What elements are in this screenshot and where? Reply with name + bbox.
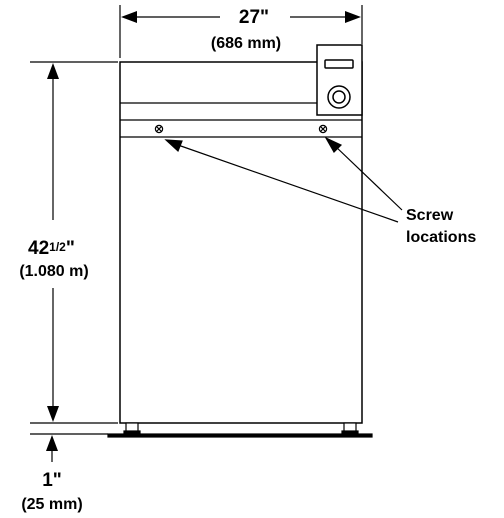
- screw-left: [154, 124, 164, 134]
- screw-left-slot-b: [156, 126, 162, 132]
- coin-slot: [324, 59, 354, 69]
- width-metric-label: (686 mm): [211, 35, 281, 52]
- height-inch-mark: ": [66, 238, 75, 259]
- callout-label-line1: Screw: [406, 207, 454, 224]
- control-knob-inner: [332, 90, 346, 104]
- foot-arrow-up: [46, 435, 58, 451]
- callout-arrowhead-right: [324, 136, 343, 153]
- screw-right: [318, 124, 328, 134]
- width-imperial-label: 27": [239, 7, 269, 28]
- foot-dimension: [46, 435, 58, 462]
- width-arrow-right: [345, 11, 361, 23]
- height-dimension: [30, 61, 118, 435]
- width-arrow-left: [121, 11, 137, 23]
- washer-cabinet: [119, 61, 363, 424]
- height-arrow-top: [47, 63, 59, 79]
- foot-metric-label: (25 mm): [21, 496, 82, 513]
- height-metric-label: (1.080 m): [19, 263, 88, 280]
- cabinet-outline: [119, 61, 363, 424]
- callout-label-line2: locations: [406, 229, 476, 246]
- height-imperial-label: 421/2": [28, 238, 75, 259]
- callout-line-right: [333, 144, 403, 211]
- callout-line-left: [177, 144, 399, 223]
- height-arrow-bottom: [47, 406, 59, 422]
- width-dimension: [119, 5, 363, 58]
- height-fraction: 1/2: [49, 240, 66, 254]
- screw-right-slot-b: [320, 126, 326, 132]
- base-plate: [107, 433, 373, 438]
- foot-imperial-label: 1": [42, 470, 62, 491]
- control-box: [316, 44, 363, 116]
- height-whole: 42: [28, 238, 49, 259]
- callout-arrowhead-left: [164, 139, 183, 153]
- washer-base: [107, 422, 373, 438]
- screw-callout-arrows: [164, 136, 403, 223]
